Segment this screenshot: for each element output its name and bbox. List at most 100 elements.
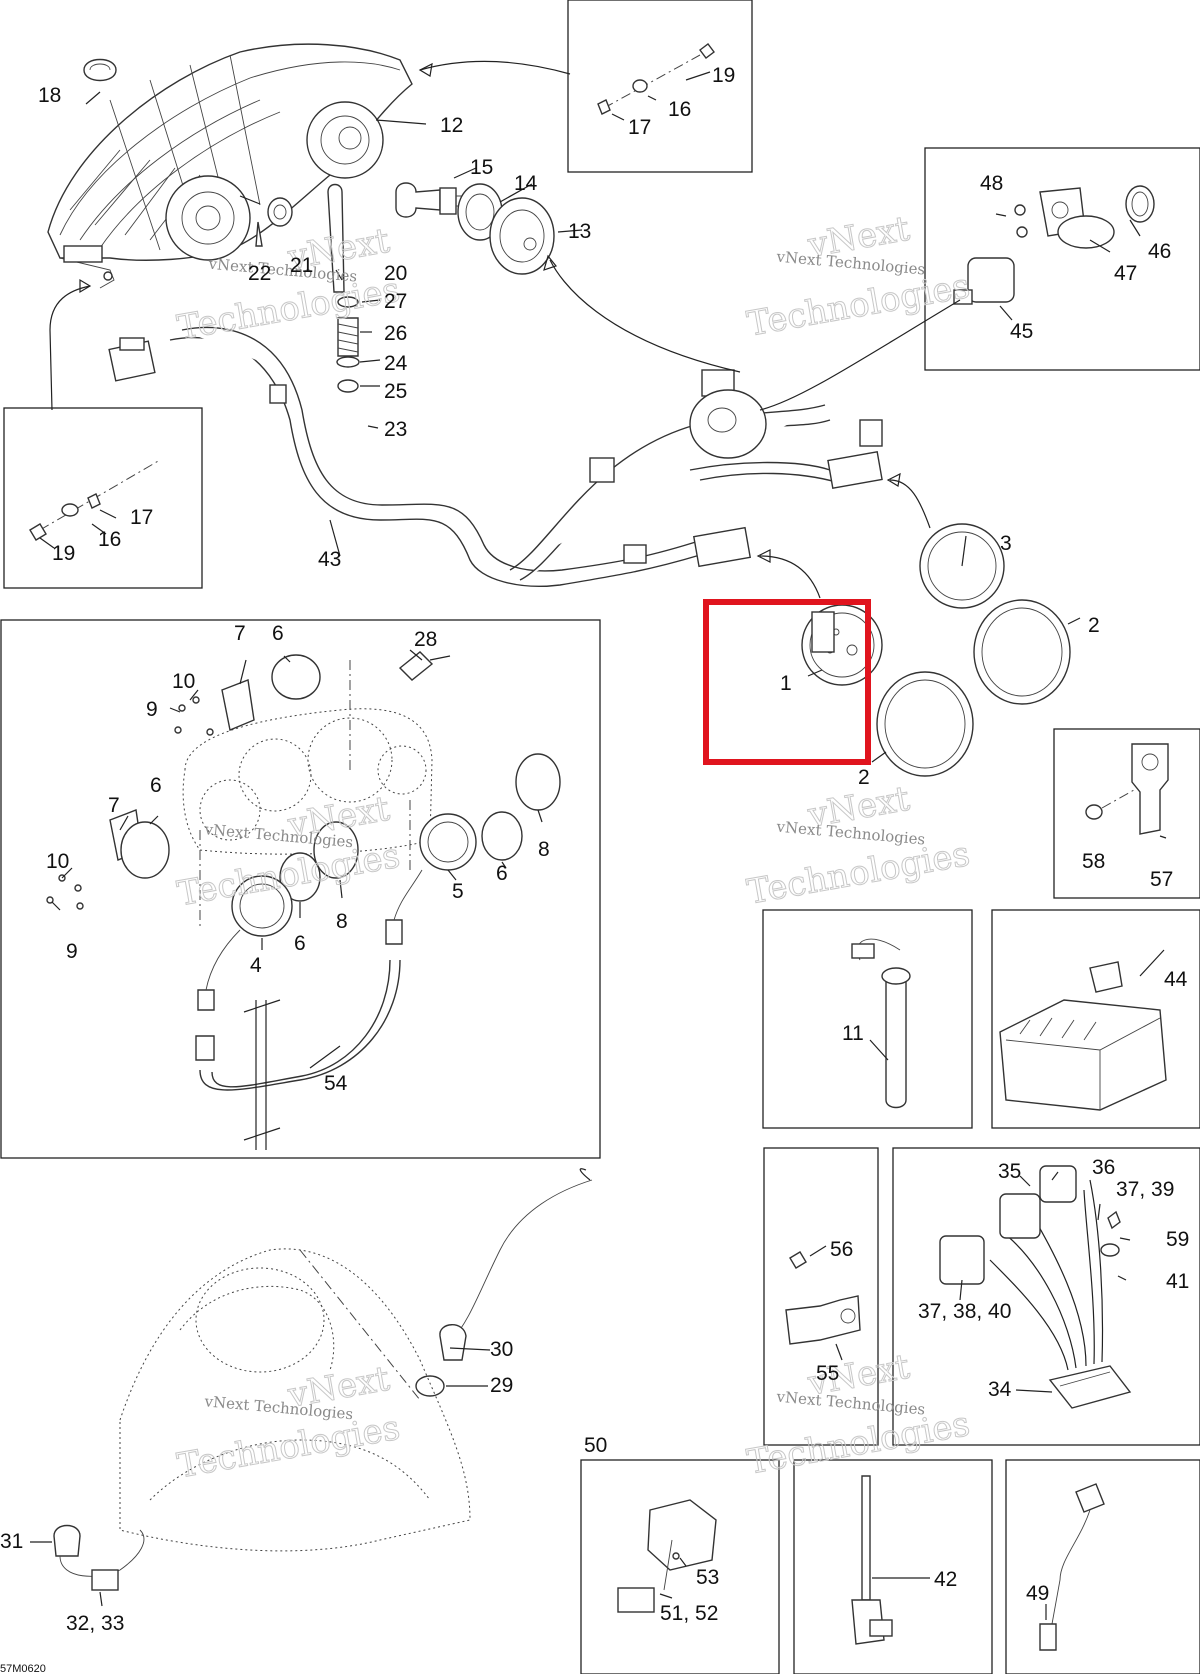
callout-19-left: 19 — [52, 542, 75, 565]
bracket-55 — [785, 1251, 861, 1345]
box-sensor-50 — [580, 1459, 780, 1674]
gauge-3 — [919, 523, 1005, 609]
callout-6-right: 6 — [496, 862, 508, 885]
watermark-2-line2: Technologies — [744, 266, 973, 344]
headlight-assembly — [47, 43, 413, 289]
callout-22: 22 — [248, 262, 271, 285]
callout-28: 28 — [414, 628, 437, 651]
callout-8-right: 8 — [538, 838, 550, 861]
callout-25: 25 — [384, 380, 407, 403]
callout-58: 58 — [1082, 850, 1105, 873]
callout-9-bottom: 9 — [66, 940, 78, 963]
callout-18: 18 — [38, 84, 61, 107]
instrument-cluster-contents — [46, 651, 561, 1150]
callout-41: 41 — [1166, 1270, 1189, 1293]
callout-37-39: 37, 39 — [1116, 1178, 1174, 1201]
callout-47: 47 — [1114, 262, 1137, 285]
highlight-box-part-1 — [703, 599, 871, 765]
box-regulator-34 — [892, 1147, 1200, 1446]
sensor-45-detail — [953, 185, 1155, 305]
callout-6-top: 6 — [272, 622, 284, 645]
box-screw-detail-left — [3, 407, 203, 589]
callout-6-bottom: 6 — [294, 932, 306, 955]
callout-labels: 1 2 2 3 4 5 6 6 6 6 7 7 8 8 9 9 10 10 11… — [0, 64, 1189, 1635]
callout-56: 56 — [830, 1238, 853, 1261]
bracket-57 — [1085, 743, 1169, 835]
sensor-42 — [851, 1475, 893, 1645]
callout-55: 55 — [816, 1362, 839, 1385]
callout-17-left: 17 — [130, 506, 153, 529]
callout-6-left: 6 — [150, 774, 162, 797]
callout-57: 57 — [1150, 868, 1173, 891]
callout-3: 3 — [1000, 532, 1012, 555]
callout-19-top: 19 — [712, 64, 735, 87]
callout-35: 35 — [998, 1160, 1021, 1183]
callout-27: 27 — [384, 290, 407, 313]
callout-31: 31 — [0, 1530, 23, 1553]
callout-14: 14 — [514, 172, 538, 195]
callout-4: 4 — [250, 954, 262, 977]
callout-9-top: 9 — [146, 698, 158, 721]
callout-59: 59 — [1166, 1228, 1189, 1251]
callout-13: 13 — [568, 220, 591, 243]
callout-29: 29 — [490, 1374, 513, 1397]
callout-54: 54 — [324, 1072, 348, 1095]
watermark-1-line2: Technologies — [174, 270, 403, 348]
box-sensor-42 — [793, 1459, 993, 1674]
callout-42: 42 — [934, 1568, 957, 1591]
callout-16-left: 16 — [98, 528, 121, 551]
screw-detail-top — [597, 43, 715, 115]
callout-2-center: 2 — [858, 766, 870, 789]
drawing-code: 57M0620 — [0, 1663, 46, 1674]
bezel-2-center — [876, 671, 974, 777]
bushing-21 — [267, 197, 293, 227]
callout-21: 21 — [290, 254, 313, 277]
callout-46: 46 — [1148, 240, 1171, 263]
callout-30: 30 — [490, 1338, 513, 1361]
gasket-13 — [489, 197, 555, 275]
tether-cord-30 — [415, 1168, 593, 1397]
box-fuel-sender-11 — [762, 909, 973, 1129]
regulator-34 — [939, 1165, 1132, 1409]
callout-36: 36 — [1092, 1156, 1115, 1179]
sensor-50 — [617, 1499, 717, 1613]
callout-53: 53 — [696, 1566, 719, 1589]
callout-24: 24 — [384, 352, 408, 375]
callout-23: 23 — [384, 418, 407, 441]
box-screw-detail-top — [567, 0, 753, 173]
fuse-box-44 — [999, 961, 1167, 1111]
callout-10-left: 10 — [46, 850, 69, 873]
callout-48: 48 — [980, 172, 1003, 195]
screw-detail-left — [29, 459, 161, 541]
callout-37-38-40: 37, 38, 40 — [918, 1300, 1011, 1323]
fuel-sender-11 — [851, 938, 911, 1109]
callout-11: 11 — [842, 1022, 864, 1045]
sensor-49 — [1039, 1483, 1105, 1651]
box-fuse-box-44 — [991, 909, 1200, 1129]
box-instrument-cluster — [0, 619, 601, 1159]
box-sensor-49 — [1005, 1459, 1200, 1674]
wiring-harness-43 — [108, 326, 883, 587]
console-housing — [53, 1248, 471, 1591]
callout-45: 45 — [1010, 320, 1033, 343]
callout-17-top: 17 — [628, 116, 651, 139]
watermark-6-line2: Technologies — [744, 1404, 973, 1482]
callout-7-top: 7 — [234, 622, 246, 645]
callout-5: 5 — [452, 880, 464, 903]
clip-18 — [83, 58, 117, 82]
callout-32-33: 32, 33 — [66, 1612, 124, 1635]
callout-15: 15 — [470, 156, 493, 179]
callout-26: 26 — [384, 322, 407, 345]
watermark-4-line2: Technologies — [744, 834, 973, 912]
callout-16-top: 16 — [668, 98, 691, 121]
leader-lines — [30, 60, 1167, 1620]
bulb-15 — [395, 182, 466, 218]
screw-22 — [255, 221, 263, 247]
callout-1: 1 — [780, 672, 792, 695]
callout-10-top: 10 — [172, 670, 195, 693]
box-sensor-45 — [924, 147, 1200, 371]
watermark-5-line2: Technologies — [174, 1408, 403, 1486]
box-bracket-55 — [763, 1147, 879, 1446]
